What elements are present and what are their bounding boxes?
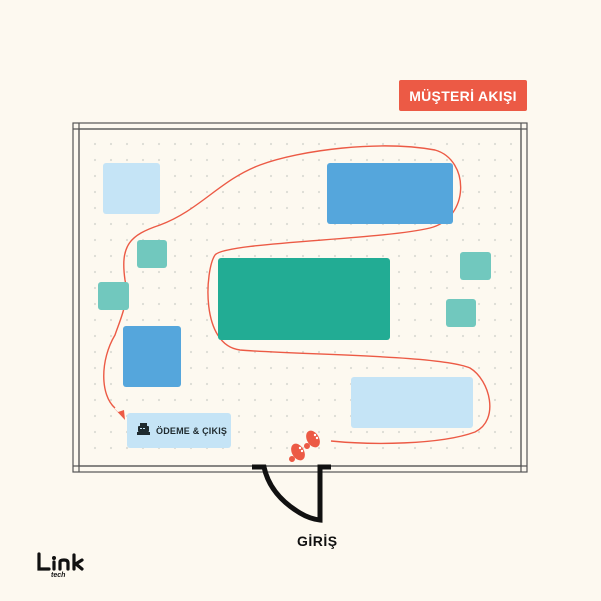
checkout-area: ÖDEME & ÇIKIŞ <box>127 413 231 448</box>
display-mint-small-1 <box>137 240 167 268</box>
display-mint-small-2 <box>98 282 129 310</box>
display-mint-right-2 <box>446 299 476 327</box>
shelf-blue-left <box>123 326 181 387</box>
center-island-teal <box>218 258 390 340</box>
shelf-light-blue-bottom-right <box>351 377 473 428</box>
customer-flow-path <box>103 145 491 445</box>
cash-register-icon <box>137 422 150 440</box>
link-tech-logo: tech <box>36 552 96 583</box>
svg-text:tech: tech <box>51 572 65 578</box>
page-title-badge: MÜŞTERİ AKIŞI <box>399 80 527 111</box>
display-mint-right-1 <box>460 252 491 280</box>
footprints-icon <box>286 428 326 469</box>
entrance-door <box>252 464 331 523</box>
store-walls <box>72 122 528 473</box>
flow-arrowhead <box>111 405 125 420</box>
shelf-blue-top-right <box>327 163 453 224</box>
checkout-label: ÖDEME & ÇIKIŞ <box>156 425 228 436</box>
shelf-light-blue-top-left <box>103 163 160 214</box>
entrance-label: GİRİŞ <box>297 533 338 549</box>
